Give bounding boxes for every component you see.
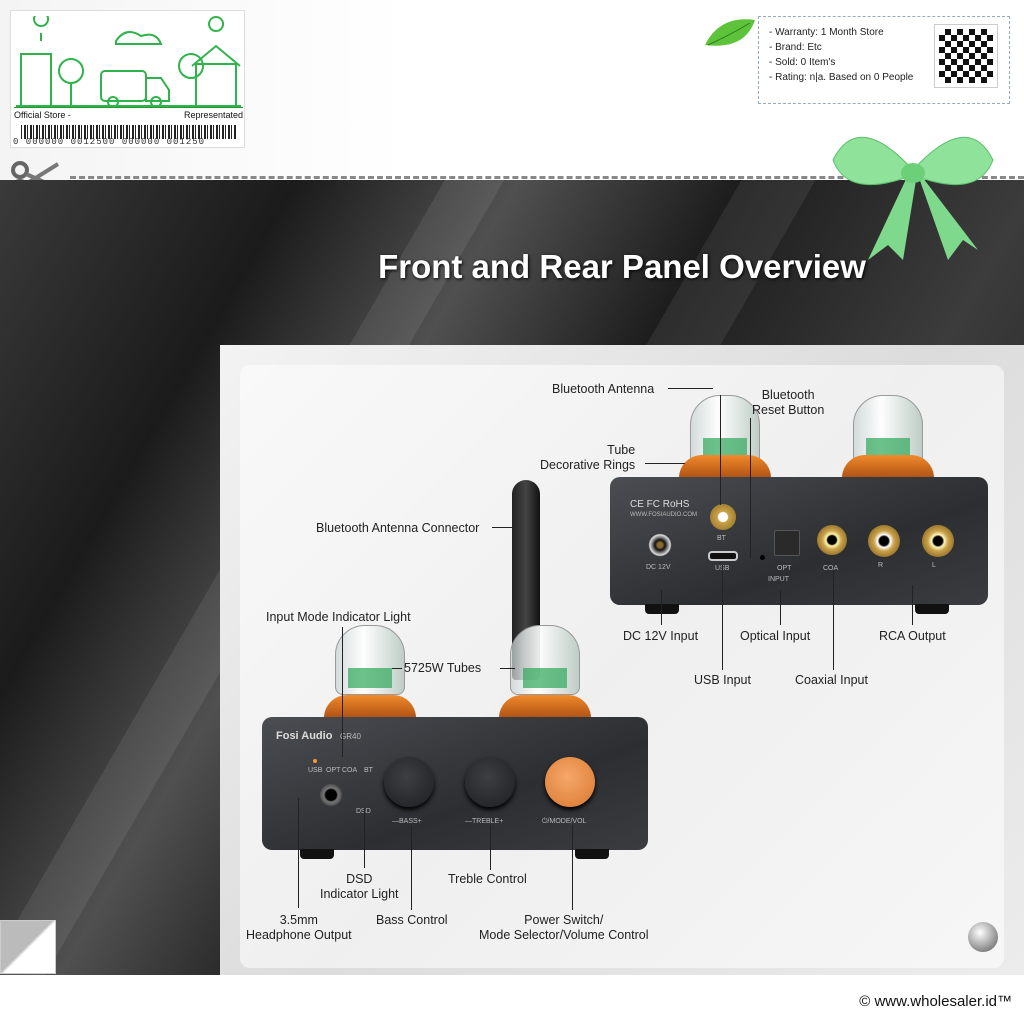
- treble-print: —TREBLE+: [465, 818, 504, 825]
- ribbon-bow-icon: [832, 136, 994, 260]
- usb-port: [708, 551, 738, 561]
- front-panel: Fosi Audio GR40 USB OPT COA BT DSD —BASS…: [262, 717, 648, 850]
- dsd-print: DSD: [356, 808, 371, 815]
- dc-jack: [648, 533, 672, 557]
- represented-label: Representated: [183, 110, 243, 120]
- leader-line: [364, 808, 365, 868]
- bass-knob[interactable]: [384, 757, 434, 807]
- label-antenna-connector: Bluetooth Antenna Connector: [316, 521, 480, 535]
- leader-line: [392, 668, 402, 669]
- label-optical: Optical Input: [740, 629, 811, 643]
- barcode: [21, 125, 236, 139]
- qr-code[interactable]: [934, 24, 998, 88]
- leader-line: [645, 463, 685, 464]
- label-rca: RCA Output: [879, 629, 946, 643]
- cert-marks: CE FC RoHS: [630, 499, 690, 510]
- rear-foot-right: [915, 604, 949, 614]
- label-input-light: Input Mode Indicator Light: [266, 610, 411, 624]
- rca-right: [868, 525, 900, 557]
- label-dc: DC 12V Input: [623, 629, 699, 643]
- rear-tube-left: [690, 395, 760, 465]
- leader-line: [661, 590, 662, 625]
- label-treble: Treble Control: [448, 872, 527, 886]
- coa-print: COA: [823, 565, 839, 572]
- label-tubes: 5725W Tubes: [404, 661, 482, 675]
- front-tube-left: [335, 625, 405, 695]
- headphone-jack: [320, 784, 342, 806]
- barcode-number: 0 000000 0012500 000000 001250: [13, 137, 206, 147]
- copyright: © www.wholesaler.id™: [859, 993, 1012, 1010]
- scroll-top-button[interactable]: [968, 922, 998, 952]
- led-opt: OPT: [326, 767, 341, 774]
- input-print: INPUT: [768, 576, 789, 583]
- rear-foot-left: [645, 604, 679, 614]
- label-headphone: 3.5mm Headphone Output: [246, 913, 352, 942]
- leader-line: [722, 565, 723, 670]
- info-brand: - Brand: Etc: [769, 42, 822, 53]
- bt-print: BT: [717, 535, 726, 542]
- rear-ring-right: [842, 455, 934, 481]
- label-bass: Bass Control: [376, 913, 448, 927]
- label-usb: USB Input: [694, 673, 751, 687]
- front-tube-right: [510, 625, 580, 695]
- rear-ring-left: [679, 455, 771, 481]
- l-print: L: [932, 562, 936, 569]
- leader-line: [833, 570, 834, 670]
- leader-line: [490, 825, 491, 870]
- info-rating: - Rating: n|a. Based on 0 People: [769, 72, 914, 83]
- info-warranty: - Warranty: 1 Month Store: [769, 27, 884, 38]
- page-curl-icon: [0, 920, 56, 974]
- r-print: R: [878, 562, 884, 569]
- info-sold: - Sold: 0 Item's: [769, 57, 836, 68]
- front-ring-left: [324, 695, 416, 721]
- treble-knob[interactable]: [465, 757, 515, 807]
- opt-print: OPT: [777, 565, 792, 572]
- leaf-icon: [705, 19, 755, 46]
- leader-line: [668, 388, 713, 389]
- cut-line: [70, 176, 1024, 179]
- delivery-illustration: [16, 16, 241, 108]
- leader-line: [298, 798, 299, 908]
- front-ring-right: [499, 695, 591, 721]
- usb-indicator-light: [313, 759, 317, 763]
- leader-line: [912, 585, 913, 625]
- leader-line: [492, 527, 512, 528]
- footer-strip: [0, 975, 1024, 1024]
- rear-panel: CE FC RoHS WWW.FOSIAUDIO.COM BT DC 12V U…: [610, 477, 988, 605]
- brand-logo: Fosi Audio: [276, 730, 333, 742]
- dc-print: DC 12V: [646, 564, 671, 571]
- model-print: GR40: [340, 732, 361, 741]
- leader-line: [750, 418, 751, 558]
- vol-print: ⏻/MODE/VOL: [542, 818, 587, 825]
- label-coaxial: Coaxial Input: [795, 673, 868, 687]
- bt-antenna-jack: [710, 504, 736, 530]
- led-bt: BT: [364, 767, 373, 774]
- led-usb: USB: [308, 767, 323, 774]
- volume-knob[interactable]: [545, 757, 595, 807]
- leader-line: [500, 668, 515, 669]
- leader-line: [720, 395, 721, 505]
- label-tube-rings: Tube Decorative Rings: [540, 443, 636, 472]
- store-label: Official Store -: [14, 110, 71, 120]
- leader-line: [411, 825, 412, 910]
- label-dsd: DSD Indicator Light: [320, 872, 399, 901]
- leader-line: [342, 627, 343, 757]
- rear-url: WWW.FOSIAUDIO.COM: [630, 512, 697, 518]
- store-badge: Official Store - Representated 0 000000 0…: [10, 10, 245, 148]
- coaxial-port: [817, 525, 847, 555]
- reset-hole: [760, 555, 765, 560]
- led-coa: COA: [342, 767, 358, 774]
- front-foot-left: [300, 849, 334, 859]
- page-title: Front and Rear Panel Overview: [378, 248, 866, 285]
- front-foot-right: [575, 849, 609, 859]
- optical-port: [774, 530, 800, 556]
- label-bt-antenna: Bluetooth Antenna: [552, 382, 655, 396]
- rca-left: [922, 525, 954, 557]
- leader-line: [572, 825, 573, 910]
- leader-line: [780, 590, 781, 625]
- label-power: Power Switch/ Mode Selector/Volume Contr…: [479, 913, 649, 942]
- label-bt-reset: Bluetooth Reset Button: [752, 388, 825, 417]
- rear-tube-right: [853, 395, 923, 465]
- bass-print: —BASS+: [392, 818, 422, 825]
